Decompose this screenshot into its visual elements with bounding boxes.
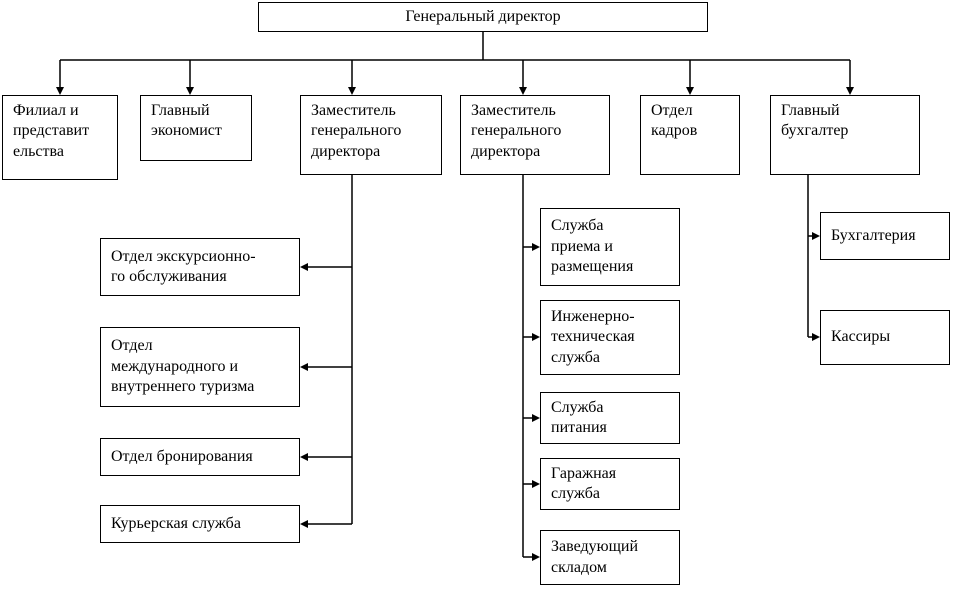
arrow-left-icon	[300, 520, 308, 528]
org-box-courier-service: Курьерская служба	[100, 505, 300, 543]
org-box-hr-department: Отдел кадров	[640, 95, 740, 175]
org-box-garage-service: Гаражная служба	[540, 458, 680, 510]
org-box-warehouse-manager: Заведующий складом	[540, 530, 680, 585]
org-box-branches: Филиал и представит ельства	[2, 95, 118, 180]
arrow-right-icon	[532, 243, 540, 251]
arrow-down-icon	[846, 87, 854, 95]
arrow-right-icon	[812, 333, 820, 341]
arrow-down-icon	[56, 87, 64, 95]
org-box-deputy-director-2: Заместитель генерального директора	[460, 95, 610, 175]
arrow-down-icon	[686, 87, 694, 95]
org-box-chief-accountant: Главный бухгалтер	[770, 95, 920, 175]
arrow-right-icon	[532, 480, 540, 488]
arrow-down-icon	[186, 87, 194, 95]
arrow-down-icon	[348, 87, 356, 95]
org-box-excursion-department: Отдел экскурсионно- го обслуживания	[100, 238, 300, 296]
org-box-general-director: Генеральный директор	[258, 2, 708, 32]
org-box-engineering-service: Инженерно- техническая служба	[540, 300, 680, 375]
org-box-booking-department: Отдел бронирования	[100, 438, 300, 476]
org-box-deputy-director-1: Заместитель генерального директора	[300, 95, 442, 175]
arrow-right-icon	[812, 232, 820, 240]
arrow-left-icon	[300, 453, 308, 461]
arrow-left-icon	[300, 263, 308, 271]
org-box-accounting: Бухгалтерия	[820, 212, 950, 260]
arrow-right-icon	[532, 414, 540, 422]
arrow-right-icon	[532, 553, 540, 561]
org-box-tourism-department: Отдел международного и внутреннего туриз…	[100, 327, 300, 407]
arrow-left-icon	[300, 363, 308, 371]
org-box-food-service: Служба питания	[540, 392, 680, 444]
org-box-reception-service: Служба приема и размещения	[540, 208, 680, 286]
arrow-right-icon	[532, 333, 540, 341]
org-box-cashiers: Кассиры	[820, 310, 950, 365]
arrow-down-icon	[519, 87, 527, 95]
org-box-chief-economist: Главный экономист	[140, 95, 252, 161]
